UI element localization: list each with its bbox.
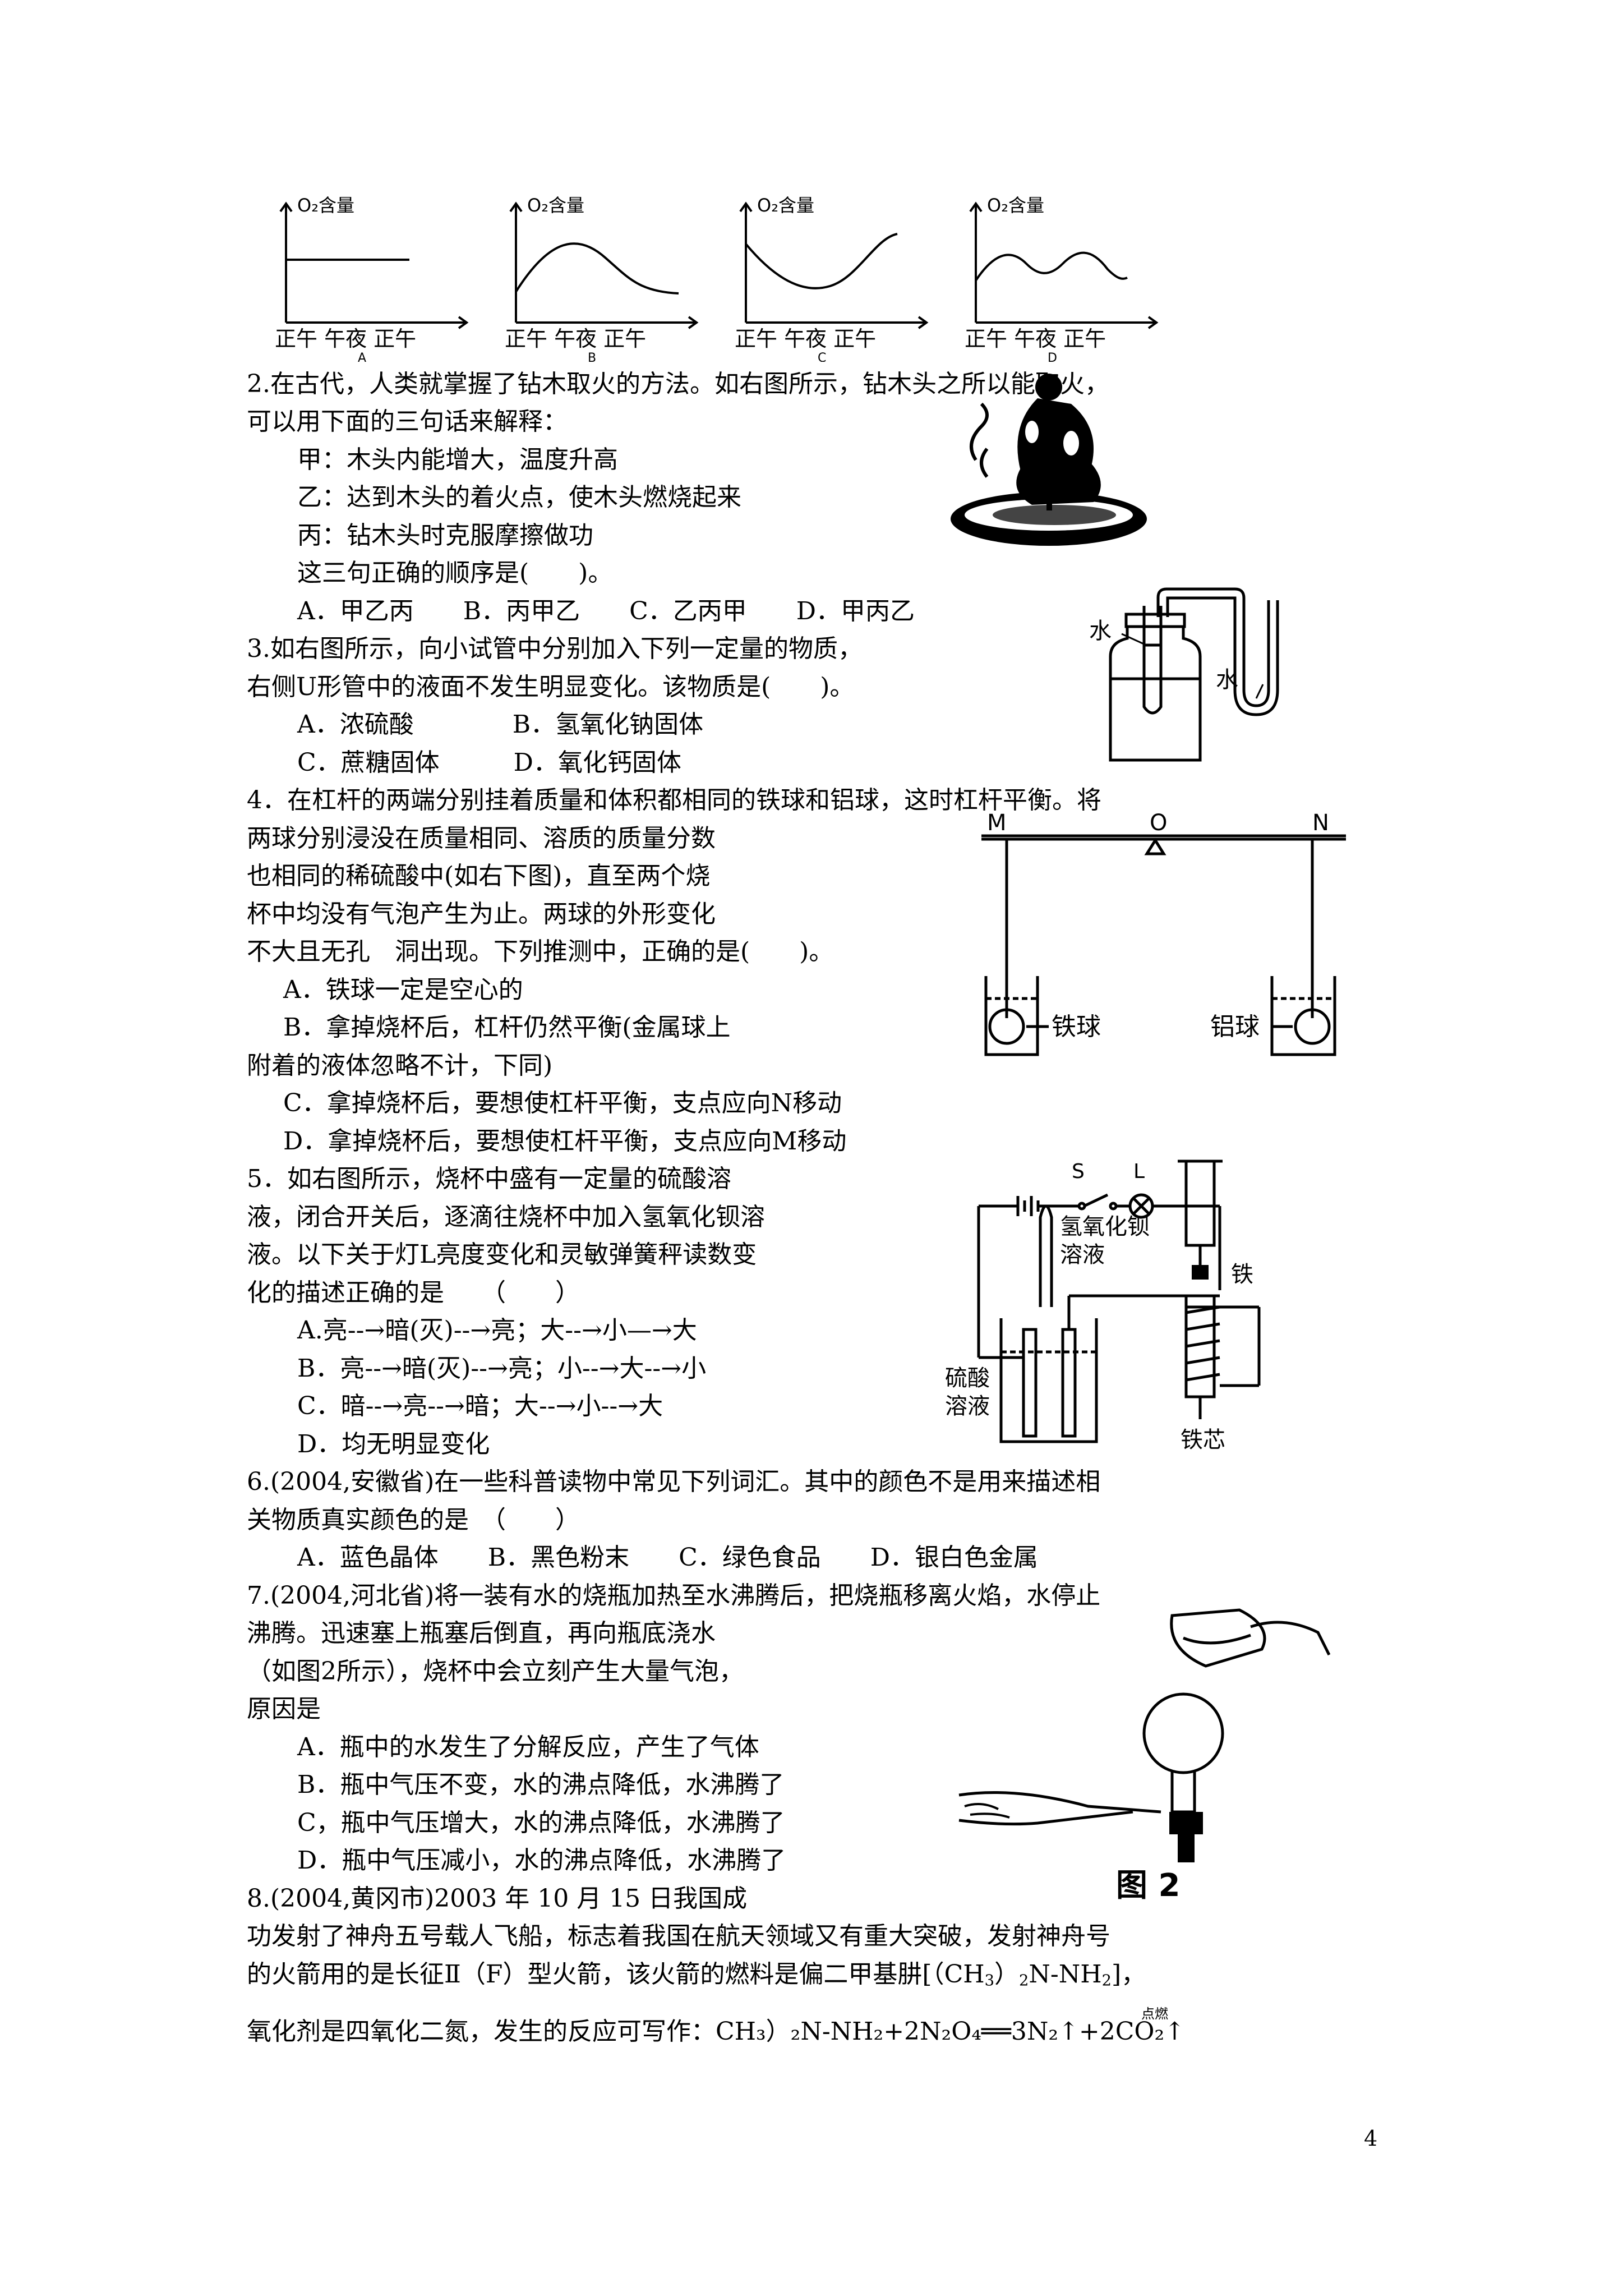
- chart-c-xlabel: 正午 午夜 正午: [735, 326, 876, 351]
- q2-line2: 可以用下面的三句话来解释：: [247, 407, 568, 436]
- q4-option-d: D．拿掉烧杯后，要想使杠杆平衡，支点应向M移动: [283, 1127, 847, 1156]
- fire-drill-figure: [951, 374, 1147, 546]
- q8-line2: 功发射了神舟五号载人飞船，标志着我国在航天领域又有重大突破，发射神舟号: [247, 1922, 1110, 1950]
- q8-line3-f: 2: [1101, 1972, 1112, 1990]
- circuit-figure: S L 氢氧化钡 溶液 铁 硫酸 溶液 铁芯: [945, 1159, 1261, 1453]
- chart-c-ylabel: O₂含量: [757, 195, 814, 216]
- q5-option-b: B．亮--→暗(灭)--→亮；小--→大--→小: [297, 1354, 707, 1383]
- q3-options-cd: C．蔗糖固体 D．氧化钙固体: [297, 748, 681, 777]
- q8-line3-b: 3: [984, 1972, 994, 1990]
- q4-option-c: C．拿掉烧杯后，要想使杠杆平衡，支点应向N移动: [283, 1089, 842, 1117]
- chart-d-letter: D: [1048, 351, 1057, 362]
- q4-line5: 不大且无孔 洞出现。下列推测中，正确的是( )。: [247, 937, 834, 966]
- q8-line3-c: ）: [994, 1960, 1019, 1989]
- q7-option-b: B．瓶中气压不变，水的沸点降低，水沸腾了: [297, 1770, 785, 1799]
- q7-option-d: D．瓶中气压减小，水的沸点降低，水沸腾了: [297, 1846, 786, 1875]
- chart-b-xlabel: 正午 午夜 正午: [505, 326, 646, 351]
- q4-line3: 也相同的稀硫酸中(如右下图)，直至两个烧: [247, 862, 711, 890]
- chart-a-ylabel: O₂含量: [297, 195, 354, 216]
- q3-line1: 3.如右图所示，向小试管中分别加入下列一定量的物质，: [247, 634, 863, 663]
- q8-line3: 的火箭用的是长征Ⅱ（F）型火箭，该火箭的燃料是偏二甲基肼[（CH3）2N-NH2…: [247, 1958, 1146, 1998]
- chart-a-xlabel: 正午 午夜 正午: [275, 326, 416, 351]
- chart-b-letter: B: [588, 351, 596, 362]
- q5-fig-h2so4-2: 溶液: [945, 1393, 990, 1419]
- q5-fig-h2so4-1: 硫酸: [945, 1365, 990, 1391]
- u-tube-flask-figure: 水 水: [1089, 587, 1279, 762]
- q4-fig-m: M: [987, 810, 1007, 836]
- q7-line2: 沸腾。迅速塞上瓶塞后倒直，再向瓶底浇水: [247, 1619, 716, 1648]
- q7-line4: 原因是: [247, 1695, 321, 1723]
- q4-line2: 两球分别浸没在质量相同、溶质的质量分数: [247, 824, 716, 853]
- chart-d-xlabel: 正午 午夜 正午: [965, 326, 1106, 351]
- q4-fig-o: O: [1150, 810, 1167, 836]
- q5-fig-iron: 铁: [1231, 1262, 1253, 1287]
- q2-ask: 这三句正确的顺序是( )。: [297, 559, 613, 587]
- q5-line1: 5．如右图所示，烧杯中盛有一定量的硫酸溶: [247, 1165, 731, 1193]
- q5-fig-l: L: [1133, 1160, 1145, 1183]
- q5-line3: 液。以下关于灯L亮度变化和灵敏弹簧秤读数变: [247, 1240, 757, 1269]
- q6-line2: 关物质真实颜色的是 （ ）: [247, 1506, 580, 1534]
- chart-c: O₂含量 正午 午夜 正午 C: [735, 195, 929, 362]
- chart-d-ylabel: O₂含量: [987, 195, 1044, 216]
- q5-fig-baoh-2: 溶液: [1060, 1242, 1105, 1268]
- q8-line3-e: N-NH: [1029, 1960, 1102, 1989]
- q4-line4: 杯中均没有气泡产生为止。两球的外形变化: [247, 900, 716, 928]
- chart-d-curve: [975, 251, 1128, 282]
- q4-fig-al-ball: 铝球: [1210, 1013, 1260, 1041]
- q5-fig-s: S: [1072, 1160, 1085, 1183]
- q2-yi: 乙：达到木头的着火点，使木头燃烧起来: [297, 483, 741, 512]
- q6-line1: 6.(2004,安徽省)在一些科普读物中常见下列词汇。其中的颜色不是用来描述相: [247, 1467, 1101, 1496]
- q4-line1: 4．在杠杆的两端分别挂着质量和体积都相同的铁球和铝球，这时杠杆平衡。将: [247, 786, 1101, 815]
- q5-option-d: D．均无明显变化: [297, 1430, 490, 1458]
- q5-fig-iron-core: 铁芯: [1181, 1427, 1225, 1453]
- q8-line3-g: ]，: [1111, 1960, 1146, 1989]
- q5-option-a: A.亮--→暗(灭)--→亮；大--→小—→大: [297, 1316, 697, 1345]
- q5-line2: 液，闭合开关后，逐滴往烧杯中加入氢氧化钡溶: [247, 1203, 765, 1231]
- chart-b-ylabel: O₂含量: [527, 195, 584, 216]
- q8-reaction-condition: 点燃: [1141, 2006, 1168, 2022]
- chart-d: O₂含量 正午 午夜 正午 D: [965, 195, 1159, 362]
- q7-option-c: C，瓶中气压增大，水的沸点降低，水沸腾了: [297, 1809, 785, 1837]
- q3-fig-label-right: 水: [1216, 667, 1238, 693]
- chart-c-letter: C: [818, 351, 826, 362]
- q5-line4: 化的描述正确的是 （ ）: [247, 1278, 580, 1307]
- q7-line1: 7.(2004,河北省)将一装有水的烧瓶加热至水沸腾后，把烧瓶移离火焰，水停止: [247, 1581, 1101, 1610]
- q4-fig-n: N: [1312, 810, 1329, 836]
- lever-beaker-figure: M O N 铁球 铝球: [981, 810, 1346, 1056]
- q3-line2: 右侧U形管中的液面不发生明显变化。该物质是( )。: [247, 673, 855, 701]
- q2-options: A．甲乙丙 B．丙甲乙 C．乙丙甲 D．甲丙乙: [297, 597, 915, 625]
- chart-a-letter: A: [358, 351, 366, 362]
- q3-options-ab: A．浓硫酸 B．氢氧化钠固体: [297, 710, 704, 739]
- chart-b: O₂含量 正午 午夜 正午 B: [505, 195, 699, 362]
- q8-line4: 氧化剂是四氧化二氮，发生的反应可写作：CH₃）₂N-NH₂+2N₂O₄══3N₂…: [247, 2017, 1185, 2046]
- q7-fig-caption: 图 2: [1116, 1867, 1180, 1902]
- q4-option-a: A．铁球一定是空心的: [283, 976, 523, 1004]
- page-number: 4: [1364, 2126, 1378, 2151]
- q2-jia: 甲：木头内能增大，温度升高: [297, 445, 618, 474]
- q8-line3-d: 2: [1019, 1972, 1029, 1990]
- q2-line1: 2.在古代，人类就掌握了钻木取火的方法。如右图所示，钻木头之所以能取火，: [247, 370, 1109, 398]
- q7-option-a: A．瓶中的水发生了分解反应，产生了气体: [297, 1733, 759, 1761]
- q2-bing: 丙：钻木头时克服摩擦做功: [297, 521, 593, 550]
- inverted-flask-figure: 图 2: [958, 1608, 1331, 1902]
- q6-options: A．蓝色晶体 B．黑色粉末 C．绿色食品 D．银白色金属: [297, 1543, 1039, 1572]
- q4-fig-iron-ball: 铁球: [1052, 1013, 1101, 1041]
- q4-option-b2: 附着的液体忽略不计，下同): [247, 1051, 553, 1080]
- q5-fig-baoh-1: 氢氧化钡: [1060, 1214, 1150, 1240]
- q3-fig-label-left: 水: [1089, 618, 1112, 644]
- q4-option-b1: B．拿掉烧杯后，杠杆仍然平衡(金属球上: [283, 1013, 731, 1042]
- q5-option-c: C．暗--→亮--→暗；大--→小--→大: [297, 1392, 663, 1420]
- q8-line3-a: 的火箭用的是长征Ⅱ（F）型火箭，该火箭的燃料是偏二甲基肼[（CH: [247, 1960, 985, 1989]
- chart-c-curve: [745, 233, 898, 289]
- chart-a: O₂含量 正午 午夜 正午 A: [275, 195, 469, 362]
- chart-b-curve: [515, 242, 679, 295]
- q8-line1: 8.(2004,黄冈市)2003 年 10 月 15 日我国成: [247, 1884, 748, 1913]
- q7-line3: （如图2所示），烧杯中会立刻产生大量气泡，: [247, 1657, 744, 1686]
